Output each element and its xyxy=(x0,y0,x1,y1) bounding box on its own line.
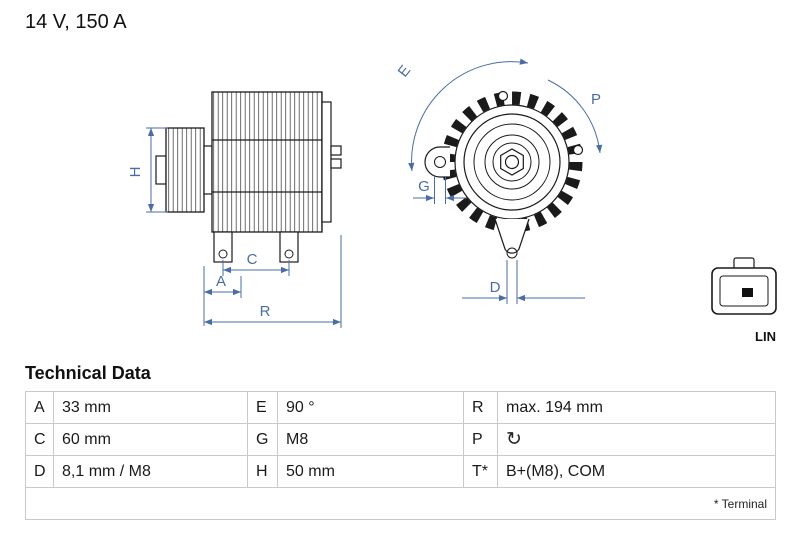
spec-key-cell-t: T* xyxy=(463,455,498,488)
terminal-footnote: * Terminal xyxy=(25,487,776,520)
dimension-label-e: E xyxy=(395,62,415,80)
spec-value-cell-g: M8 xyxy=(277,423,464,456)
dimension-label-a: A xyxy=(216,273,226,290)
table-row: A 33 mm E 90 ° R max. 194 mm xyxy=(25,391,776,424)
side-view-dimensions: H A C R xyxy=(127,127,342,328)
spec-key-cell-c: C xyxy=(25,423,54,456)
front-view-drawing xyxy=(424,90,584,259)
table-row: C 60 mm G M8 P ↻ xyxy=(25,423,776,456)
shaft-nut xyxy=(500,148,524,176)
table-footnote-row: * Terminal xyxy=(25,487,776,520)
technical-data-title: Technical Data xyxy=(25,363,151,383)
alternator-technical-drawing: H A C R xyxy=(127,58,777,344)
voltage-current-spec: 14 V, 150 A xyxy=(25,11,127,33)
spec-key-cell-e: E xyxy=(247,391,278,424)
rotation-direction-icon: ↻ xyxy=(506,428,522,450)
technical-data-section: Technical Data A 33 mm E 90 ° R max. 194… xyxy=(25,363,776,520)
fan-slot-rim xyxy=(441,91,583,233)
dimension-label-r: R xyxy=(260,303,271,320)
spec-key-cell-g: G xyxy=(247,423,278,456)
spec-key-cell-a: A xyxy=(25,391,54,424)
spec-key-cell-p: P xyxy=(463,423,498,456)
dimension-label-g: G xyxy=(418,178,430,195)
spec-value-cell-p: ↻ xyxy=(497,423,776,456)
side-view-drawing xyxy=(155,91,342,263)
connector-label: LIN xyxy=(755,329,776,344)
spec-key-cell-h: H xyxy=(247,455,278,488)
table-row: D 8,1 mm / M8 H 50 mm T* B+(M8), COM xyxy=(25,455,776,488)
pulley xyxy=(165,127,205,213)
spec-value-cell-h: 50 mm xyxy=(277,455,464,488)
dimension-label-h: H xyxy=(127,167,144,178)
bottom-mounting-lug xyxy=(494,218,530,254)
spec-key-cell-d: D xyxy=(25,455,54,488)
spec-key-cell-r: R xyxy=(463,391,498,424)
spec-value-cell-c: 60 mm xyxy=(53,423,248,456)
connector-pin xyxy=(742,288,753,297)
spec-value-cell-t: B+(M8), COM xyxy=(497,455,776,488)
spec-value-cell-e: 90 ° xyxy=(277,391,464,424)
dimension-label-d: D xyxy=(490,279,501,296)
spec-value-cell-a: 33 mm xyxy=(53,391,248,424)
spec-value-cell-r: max. 194 mm xyxy=(497,391,776,424)
dimension-label-c: C xyxy=(247,251,258,268)
spec-value-cell-d: 8,1 mm / M8 xyxy=(53,455,248,488)
dimension-label-p: P xyxy=(591,91,601,108)
left-mounting-lug xyxy=(424,146,450,178)
alternator-body xyxy=(211,91,323,233)
lin-connector-icon: LIN xyxy=(711,257,777,344)
technical-data-table: A 33 mm E 90 ° R max. 194 mm C 60 mm G M… xyxy=(25,391,776,520)
